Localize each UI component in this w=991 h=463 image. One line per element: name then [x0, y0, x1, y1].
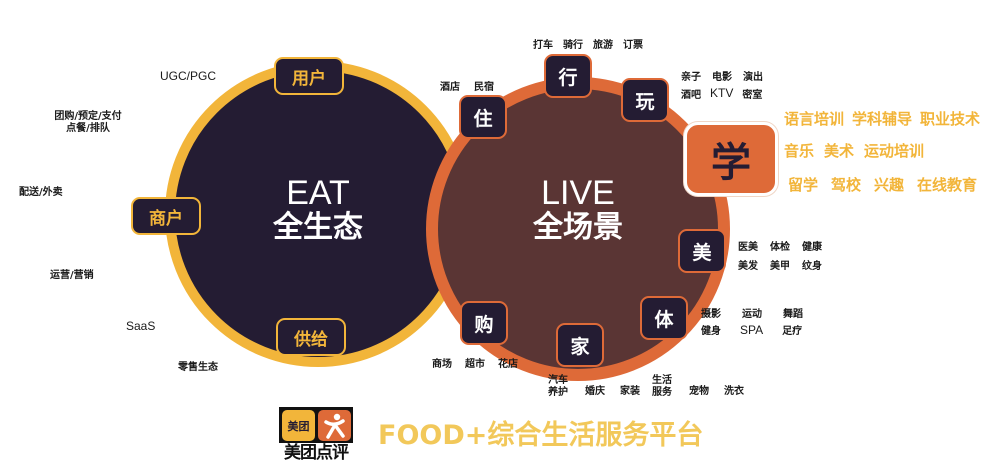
xue-item: 语言培训 — [784, 110, 845, 128]
node-xue: 学 — [684, 122, 778, 196]
jia-item-car-line2: 养护 — [548, 387, 568, 398]
zhu-item: 酒店 — [440, 82, 460, 93]
xing-item: 打车 — [533, 40, 553, 51]
wan-items-row2: 酒吧 KTV 密室 — [681, 86, 762, 101]
platform-tagline: FOOD+综合生活服务平台 — [378, 420, 704, 451]
live-title: LIVE 全场景 — [510, 174, 646, 245]
xue-item: 职业技术 — [920, 110, 981, 128]
xue-items-row2: 音乐 美术 运动培训 — [784, 140, 924, 161]
mei-item: 医美 — [738, 242, 758, 253]
live-title-en: LIVE — [541, 174, 615, 212]
eat-title: EAT 全生态 — [250, 174, 386, 245]
eat-title-zh: 全生态 — [273, 209, 363, 245]
jia-item-life-line1: 生活 — [652, 375, 672, 386]
eat-title-en: EAT — [286, 174, 350, 212]
ti-items-row1: 摄影 运动 舞蹈 — [701, 305, 803, 320]
label-marketing: 运营/营销 — [50, 270, 94, 281]
dianping-logo-icon — [318, 410, 351, 441]
node-zhu: 住 — [459, 95, 507, 139]
node-user: 用户 — [274, 57, 344, 95]
zhu-items: 酒店 民宿 — [440, 78, 494, 93]
ti-item: 摄影 — [701, 309, 721, 320]
xue-items-row1: 语言培训 学科辅导 职业技术 — [784, 108, 980, 129]
label-retail: 零售生态 — [178, 362, 218, 373]
label-delivery: 配送/外卖 — [19, 187, 63, 198]
xue-item: 留学 — [788, 176, 819, 194]
jia-item-wedding: 婚庆 — [585, 386, 605, 397]
label-saas: SaaS — [126, 319, 156, 333]
label-group-line1: 团购/预定/支付 — [54, 111, 122, 122]
jia-item-life: 生活 服务 — [652, 375, 672, 399]
wan-item: KTV — [710, 86, 734, 100]
xue-item: 学科辅导 — [852, 110, 913, 128]
xue-item: 运动培训 — [864, 142, 925, 160]
label-group-line2: 点餐/排队 — [66, 123, 110, 134]
node-gou: 购 — [460, 301, 508, 345]
jia-item-car: 汽车 养护 — [548, 375, 568, 399]
jia-item-car-line1: 汽车 — [548, 375, 568, 386]
jia-item-laundry: 洗衣 — [724, 386, 744, 397]
label-ugc-pgc: UGC/PGC — [160, 69, 217, 83]
ti-item: 舞蹈 — [783, 309, 803, 320]
xing-items: 打车 骑行 旅游 订票 — [533, 36, 643, 51]
mei-item: 体检 — [770, 242, 790, 253]
xue-item: 音乐 — [784, 142, 815, 160]
jia-item-life-line2: 服务 — [652, 387, 672, 398]
xue-items-row3: 留学 驾校 兴趣 在线教育 — [788, 174, 977, 195]
ti-item: 足疗 — [782, 326, 803, 337]
node-jia: 家 — [556, 323, 604, 367]
live-title-zh: 全场景 — [533, 209, 623, 245]
gou-items: 商场 超市 花店 — [432, 355, 518, 370]
xue-item: 驾校 — [831, 176, 862, 194]
logo-name: 美团点评 — [279, 443, 353, 463]
xue-item: 在线教育 — [917, 176, 978, 194]
node-ti: 体 — [640, 296, 688, 340]
ti-items-row2: 健身 SPA 足疗 — [701, 322, 803, 338]
wan-item: 电影 — [712, 72, 732, 83]
xing-item: 旅游 — [593, 40, 613, 51]
wan-item: 密室 — [742, 90, 763, 101]
ti-item: 健身 — [701, 326, 721, 337]
ti-item: SPA — [740, 322, 764, 337]
xue-item: 美术 — [824, 142, 855, 160]
gou-item: 超市 — [465, 359, 485, 370]
meituan-logo-icon: 美团 — [282, 410, 315, 441]
gou-item: 花店 — [498, 359, 518, 370]
mei-items-row1: 医美 体检 健康 — [738, 238, 822, 253]
wan-items-row1: 亲子 电影 演出 — [681, 68, 763, 83]
zhu-item: 民宿 — [474, 82, 494, 93]
wan-item: 亲子 — [681, 72, 701, 83]
jia-item-decor: 家装 — [620, 386, 640, 397]
wan-item: 酒吧 — [681, 90, 701, 101]
mei-item: 纹身 — [802, 261, 822, 272]
gou-item: 商场 — [432, 359, 452, 370]
xue-item: 兴趣 — [874, 176, 905, 194]
mei-item: 美甲 — [770, 261, 790, 272]
xing-item: 骑行 — [563, 40, 583, 51]
xing-item: 订票 — [623, 40, 643, 51]
mei-item: 健康 — [802, 242, 822, 253]
node-supply: 供给 — [276, 318, 346, 356]
jia-item-pet: 宠物 — [689, 386, 709, 397]
mei-item: 美发 — [738, 261, 758, 272]
wan-item: 演出 — [743, 72, 763, 83]
node-wan: 玩 — [621, 78, 669, 122]
node-mei: 美 — [678, 229, 726, 273]
node-merchant: 商户 — [131, 197, 201, 235]
label-group-buying: 团购/预定/支付 点餐/排队 — [50, 111, 126, 135]
mei-items-row2: 美发 美甲 纹身 — [738, 257, 822, 272]
ti-item: 运动 — [742, 309, 762, 320]
node-xing: 行 — [544, 54, 592, 98]
meituan-dianping-logo: 美团 美团点评 — [279, 407, 353, 463]
